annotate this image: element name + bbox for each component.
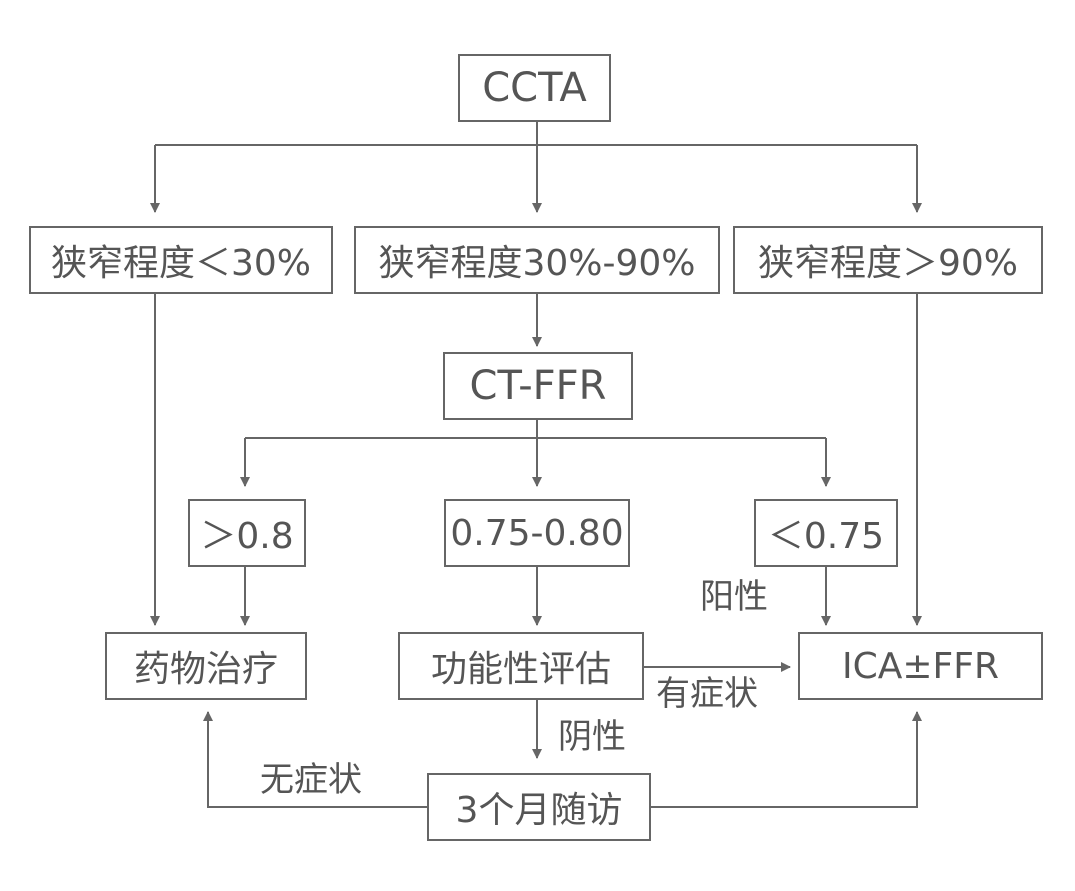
node-stenosis-low: 狭窄程度＜30% <box>29 226 333 294</box>
node-stenosis-mid-label: 狭窄程度30%-90% <box>378 243 696 284</box>
node-ffr-low: ＜0.75 <box>754 499 898 567</box>
edge-label-symptomatic: 有症状 <box>656 674 758 714</box>
edge-label-negative: 阴性 <box>558 717 626 757</box>
node-ffr-low-label: ＜0.75 <box>767 516 885 557</box>
node-functional-eval: 功能性评估 <box>398 632 644 700</box>
node-followup-label: 3个月随访 <box>455 790 623 831</box>
node-ct-ffr-label: CT-FFR <box>469 363 607 409</box>
arrow-followup-to-ica <box>650 711 922 808</box>
node-medication: 药物治疗 <box>105 632 307 700</box>
node-stenosis-low-label: 狭窄程度＜30% <box>50 243 312 284</box>
node-ffr-high-label: ＞0.8 <box>200 516 294 557</box>
edge-label-positive: 阳性 <box>700 577 768 617</box>
node-stenosis-high-label: 狭窄程度＞90% <box>757 243 1019 284</box>
node-stenosis-high: 狭窄程度＞90% <box>733 226 1043 294</box>
node-functional-eval-label: 功能性评估 <box>430 649 611 690</box>
node-ica-ffr-label: ICA±FFR <box>842 645 999 687</box>
node-stenosis-mid: 狭窄程度30%-90% <box>354 226 720 294</box>
arrow-followup-to-medication <box>203 711 427 808</box>
node-ffr-high: ＞0.8 <box>188 499 306 567</box>
node-ica-ffr: ICA±FFR <box>798 632 1043 700</box>
edge-label-asymptomatic: 无症状 <box>260 760 362 800</box>
node-medication-label: 药物治疗 <box>133 649 278 690</box>
node-followup: 3个月随访 <box>427 773 651 841</box>
node-ffr-mid: 0.75-0.80 <box>444 499 630 567</box>
node-ffr-mid-label: 0.75-0.80 <box>450 512 624 554</box>
node-ccta: CCTA <box>458 54 611 122</box>
node-ct-ffr: CT-FFR <box>443 352 633 420</box>
node-ccta-label: CCTA <box>482 65 587 111</box>
